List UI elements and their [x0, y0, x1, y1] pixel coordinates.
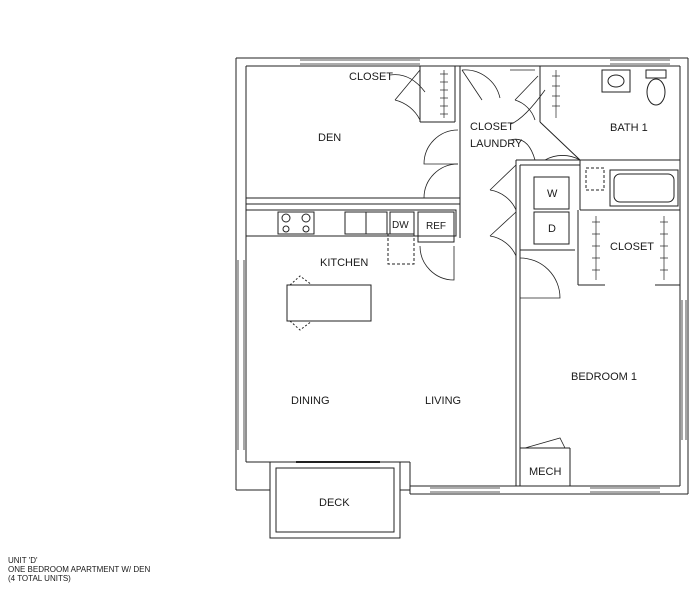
kitchen-counter [245, 209, 457, 265]
kitchen-island [286, 275, 372, 331]
label-dryer: D [548, 223, 556, 235]
caption-count: (4 TOTAL UNITS) [8, 574, 71, 583]
bath-fixtures [585, 69, 679, 207]
label-washer: W [547, 188, 558, 200]
leader-lines [389, 74, 546, 161]
label-closet-laundry: CLOSET [470, 121, 514, 133]
label-deck: DECK [319, 497, 350, 509]
label-closet-bedroom: CLOSET [610, 241, 654, 253]
label-dining: DINING [291, 395, 330, 407]
label-bedroom: BEDROOM 1 [571, 371, 637, 383]
label-mech: MECH [529, 466, 561, 478]
exterior-walls [235, 57, 689, 495]
doors [394, 69, 581, 449]
closet-shelves [440, 70, 668, 280]
windows [237, 59, 687, 493]
caption-unit: UNIT 'D' [8, 556, 38, 565]
label-laundry: LAUNDRY [470, 138, 523, 150]
label-kitchen: KITCHEN [320, 257, 368, 269]
caption-description: ONE BEDROOM APARTMENT W/ DEN [8, 565, 151, 574]
deck-outline [269, 461, 401, 539]
label-closet-den: CLOSET [349, 71, 393, 83]
label-den: DEN [318, 132, 341, 144]
label-bath: BATH 1 [610, 122, 648, 134]
label-living: LIVING [425, 395, 461, 407]
interior-walls [246, 66, 680, 486]
unit-caption: UNIT 'D' ONE BEDROOM APARTMENT W/ DEN (4… [8, 556, 150, 583]
label-dishwasher: DW [392, 220, 409, 231]
label-refrigerator: REF [426, 221, 446, 232]
laundry-machines [533, 176, 570, 245]
